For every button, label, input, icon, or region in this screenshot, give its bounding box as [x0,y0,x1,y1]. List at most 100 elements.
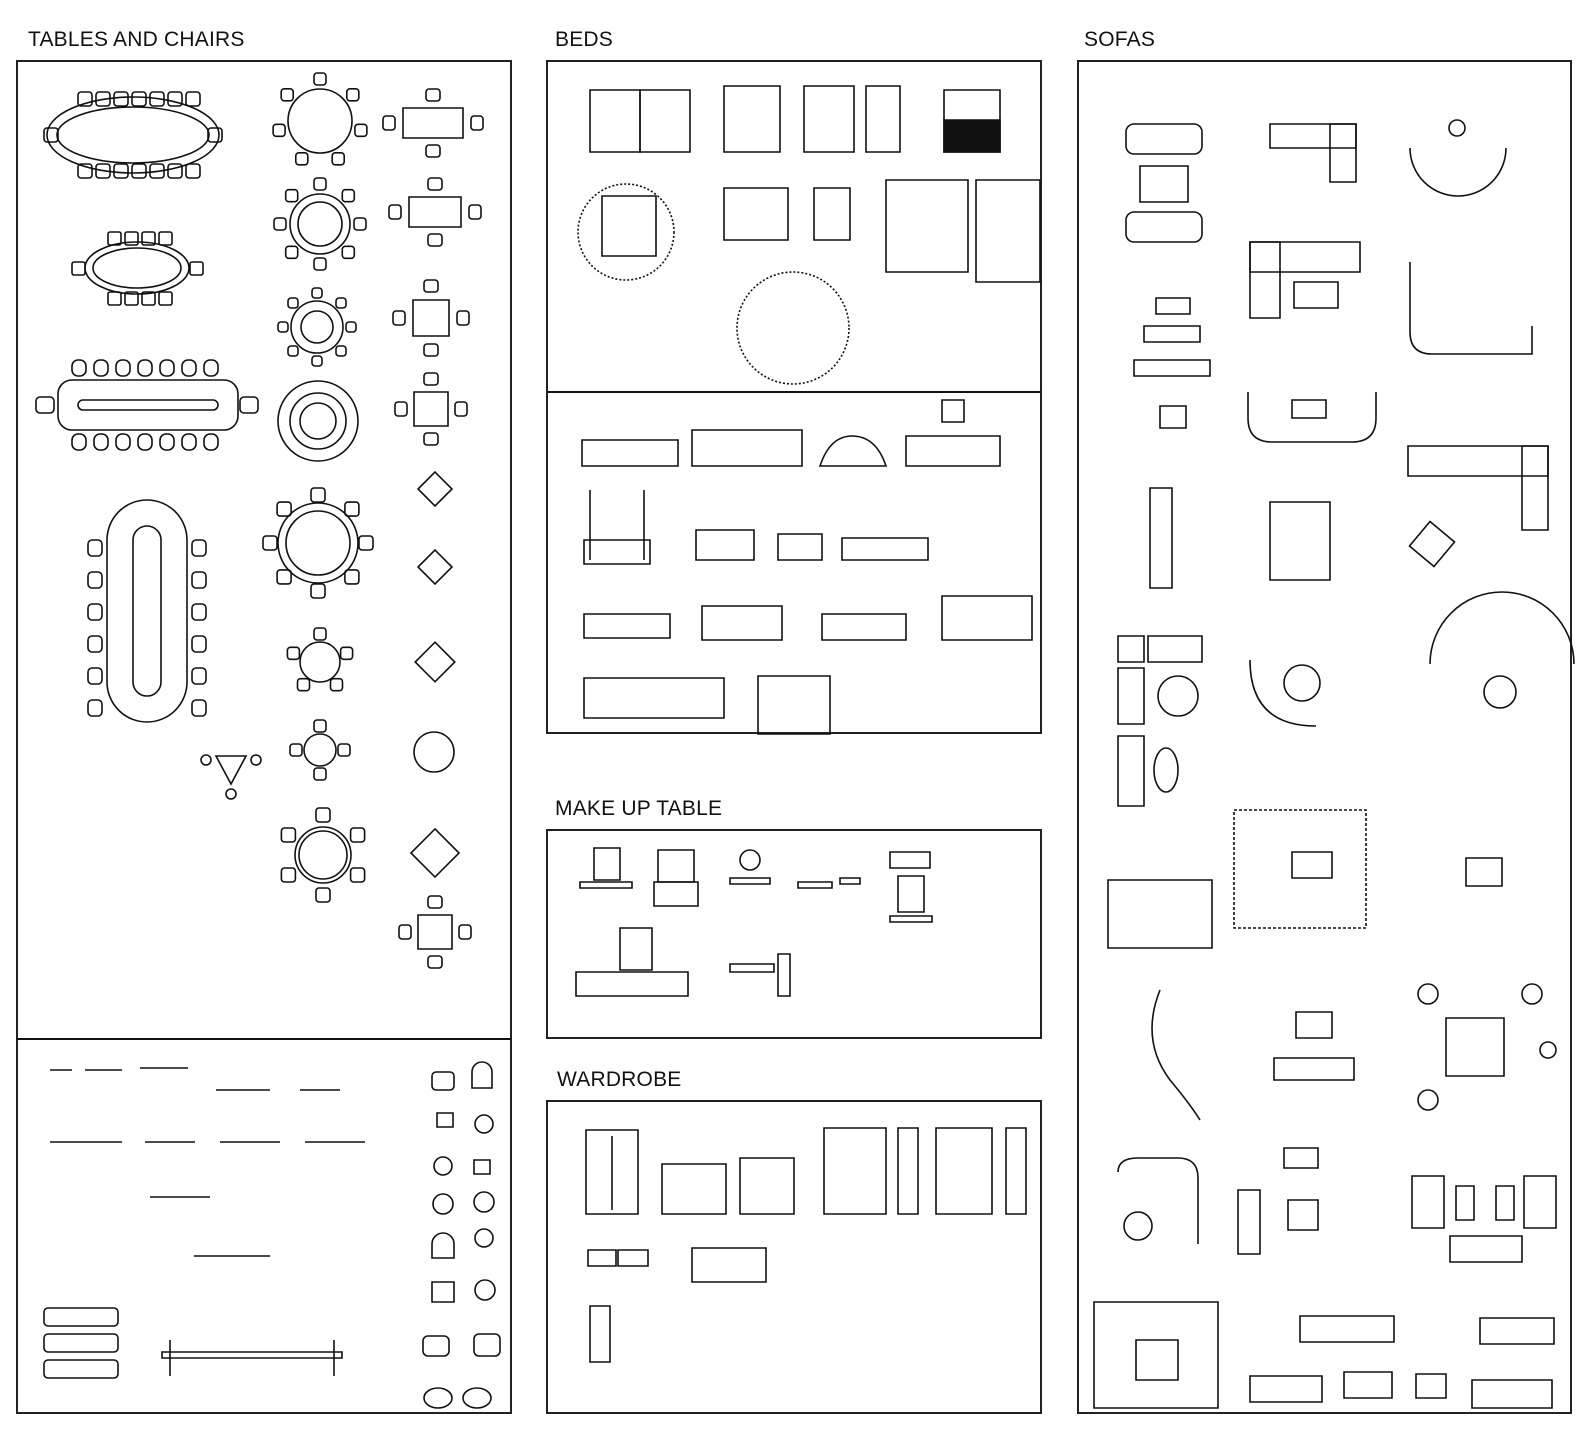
chair-symbol [277,570,291,584]
chair-symbol [125,232,138,245]
sofas-frame [1077,60,1572,1414]
chair-symbol [314,73,326,85]
chair-symbol [159,292,172,305]
chair-symbol [208,128,222,142]
tables-and-chairs-frame [16,60,512,1414]
chair-symbol [88,636,102,652]
chair-symbol [182,434,196,450]
make-up-table-frame [546,829,1042,1039]
chair-symbol [290,744,302,756]
chair-symbol [286,246,298,258]
chair-symbol [428,956,442,968]
make-up-table-title: MAKE UP TABLE [555,797,723,820]
chair-symbol [96,92,110,106]
chair-symbol [345,502,359,516]
chair-symbol [186,92,200,106]
chair-symbol [469,205,481,219]
chair-symbol [277,502,291,516]
chair-symbol [298,679,310,691]
chair-symbol [116,360,130,376]
chair-symbol [132,92,146,106]
chair-symbol [72,434,86,450]
chair-symbol [281,828,295,842]
chair-symbol [273,124,285,136]
chair-symbol [351,868,365,882]
chair-symbol [428,234,442,246]
chair-symbol [359,536,373,550]
chair-symbol [345,570,359,584]
chair-symbol [342,246,354,258]
chair-symbol [383,116,395,130]
chair-symbol [281,868,295,882]
long-table-elevation [162,1340,342,1376]
beds-elevation-symbols [582,400,1032,734]
chair-symbol [424,433,438,445]
beds-frame [546,60,1042,734]
triangle-table-symbol [201,755,261,799]
theater-seating-rows [44,1308,118,1378]
chair-symbol [281,89,293,101]
chair-symbol [355,124,367,136]
beds-title: BEDS [555,28,613,51]
chair-symbol [342,190,354,202]
chair-symbol [426,145,440,157]
chair-symbol [393,311,405,325]
chair-symbol [332,153,344,165]
chair-symbol [78,164,92,178]
make-up-table-symbols [576,848,932,996]
chair-symbol [395,402,407,416]
chair-symbol [125,292,138,305]
chair-symbol [204,434,218,450]
chair-symbol [192,540,206,556]
chair-symbol [150,164,164,178]
chair-symbol [88,604,102,620]
chair-symbol [455,402,467,416]
wardrobe-frame [546,1100,1042,1414]
chair-symbol [96,164,110,178]
chair-symbol [159,232,172,245]
chair-symbol [142,292,155,305]
chair-symbol [316,808,330,822]
chair-symbol [288,298,298,308]
chair-symbol [192,572,206,588]
chair-symbol [168,92,182,106]
chair-symbol [192,604,206,620]
chair-symbol [190,262,203,275]
chair-symbol [288,346,298,356]
chair-symbol [424,280,438,292]
chair-symbol [142,232,155,245]
chair-symbol [428,178,442,190]
chair-symbol [192,636,206,652]
round-tables-column [278,89,358,883]
chair-symbol [424,344,438,356]
chair-symbol [72,262,85,275]
chair-symbol [182,360,196,376]
chair-symbol [44,128,58,142]
chair-symbol [160,434,174,450]
chair-symbol [457,311,469,325]
armchairs-plan-column [423,1062,500,1408]
chair-symbol [132,164,146,178]
chair-symbol [192,700,206,716]
chair-symbol [399,925,411,939]
chair-symbol [312,288,322,298]
beds-plan-symbols [578,86,1040,384]
chair-symbol [204,360,218,376]
chair-symbol [351,828,365,842]
chair-symbol [116,434,130,450]
chair-symbol [114,164,128,178]
chair-symbol [168,164,182,178]
chair-symbol [78,92,92,106]
side-elevation-chairs [50,1068,365,1256]
chair-symbol [138,434,152,450]
chair-symbol [138,360,152,376]
chair-symbol [426,89,440,101]
chair-symbol [287,647,299,659]
banquet-table-symbol [36,380,258,430]
chair-symbol [354,218,366,230]
chair-symbol [278,322,288,332]
chair-symbol [311,584,325,598]
chair-symbol [286,190,298,202]
